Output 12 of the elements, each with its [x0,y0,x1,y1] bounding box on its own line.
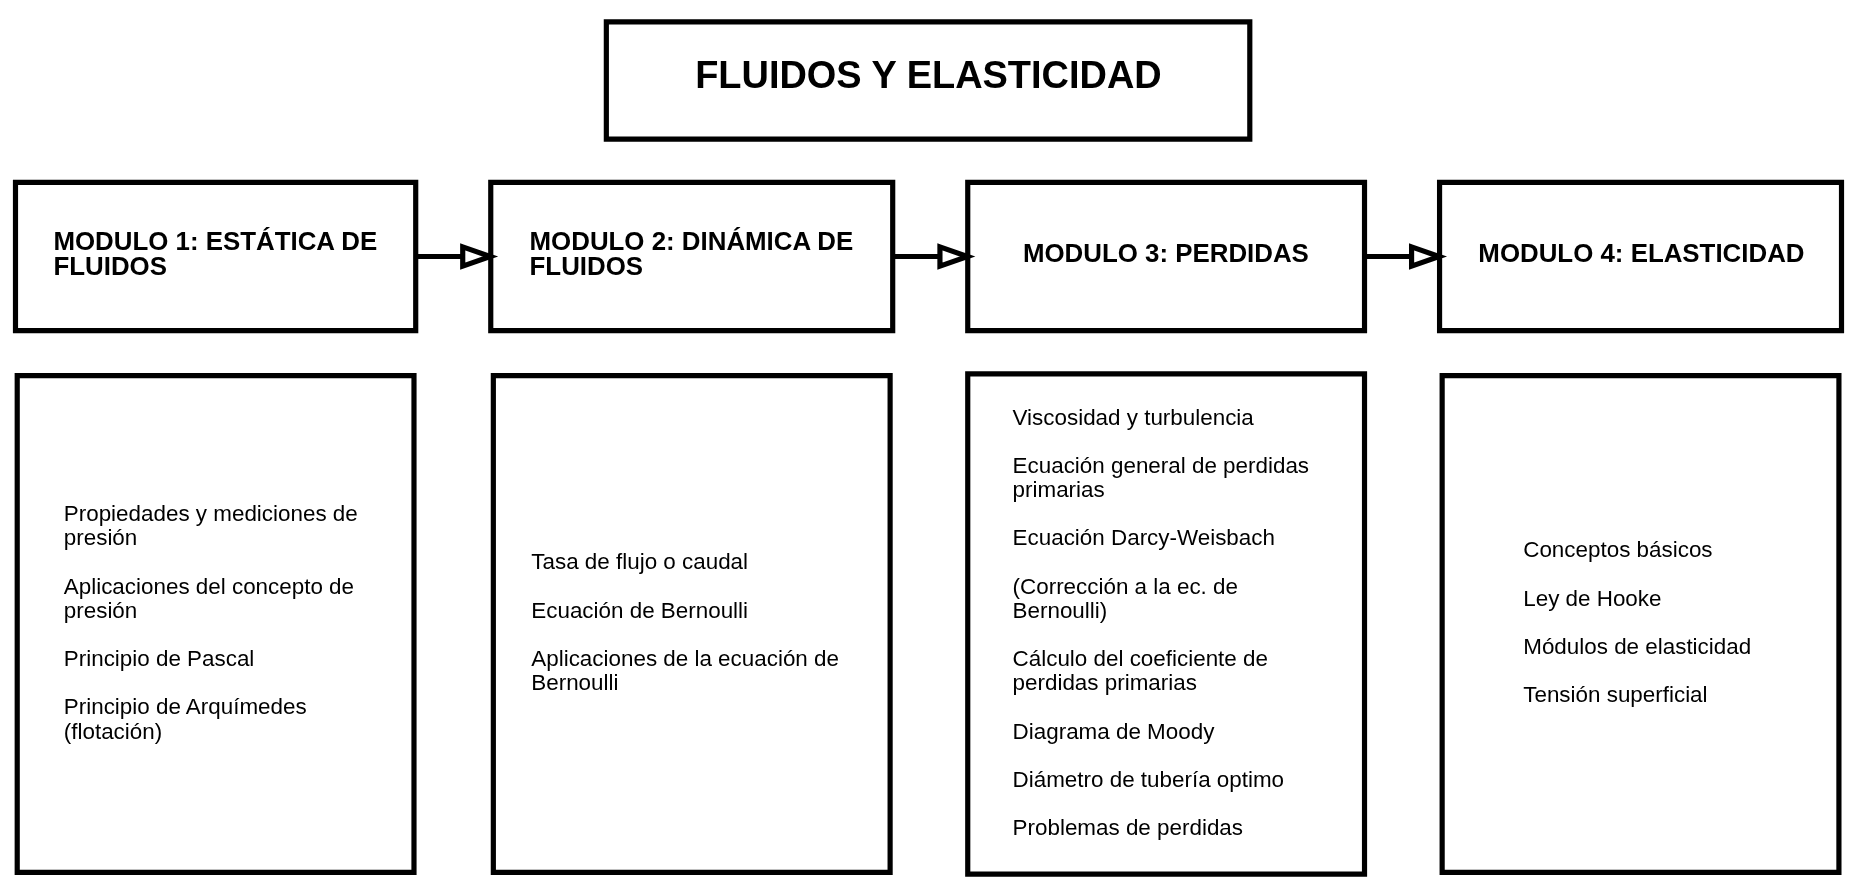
node-box: MODULO 1: ESTÁTICA DE FLUIDOS [12,179,419,334]
node-box: MODULO 3: PERDIDAS [965,179,1368,334]
arrow [416,243,499,270]
node-box: Viscosidad y turbulencia Ecuación general de perdidas primarias Ecuación Darcy-Weisbach (Corrección a la ec. de Bernoulli) Cálculo del coeficiente de perdidas primarias Diagrama de Moody Diámetro de tubería optimo Problemas de perdidas [965,371,1368,877]
node-box: FLUIDOS Y ELASTICIDAD [603,19,1253,142]
node-box: MODULO 4: ELASTICIDAD [1436,179,1845,334]
node-box: MODULO 2: DINÁMICA DE FLUIDOS [488,179,896,334]
arrow [892,243,976,270]
node-box: Conceptos básicos Ley de Hooke Módulos de elasticidad Tensión superficial [1439,372,1842,875]
node-box: Propiedades y mediciones de presión Aplicaciones del concepto de presión Principio de Pascal Principio de Arquímedes (flotación) [14,372,417,875]
node-box: Tasa de flujo o caudal Ecuación de Bernoulli Aplicaciones de la ecuación de Bernoulli [490,372,893,875]
arrow [1364,243,1448,270]
